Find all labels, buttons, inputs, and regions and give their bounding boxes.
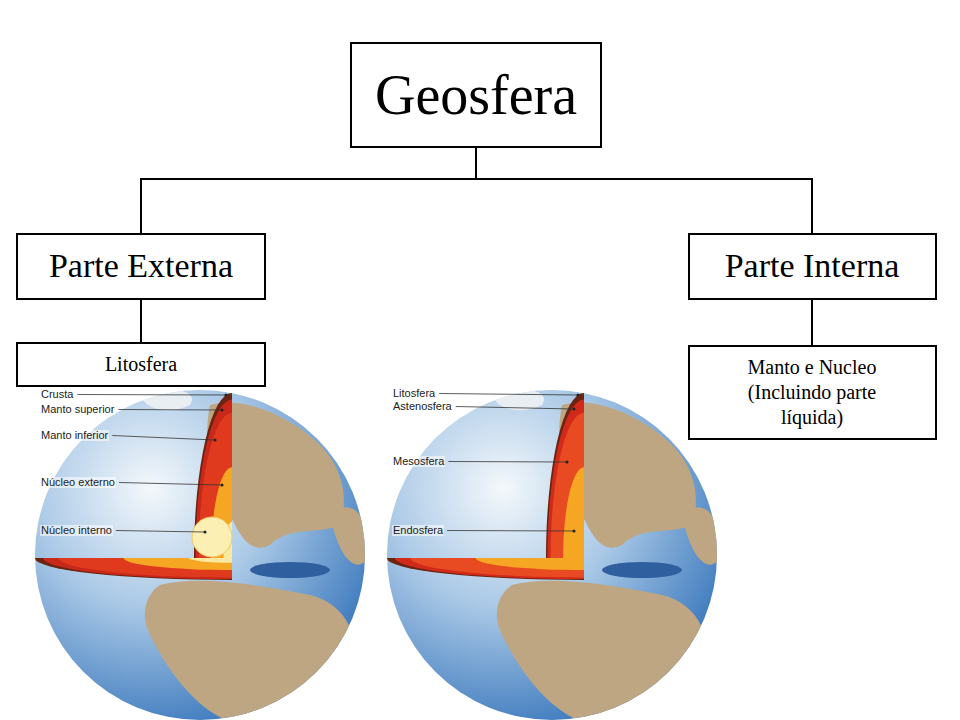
leader-dot: [221, 484, 224, 487]
cross-section: [387, 393, 584, 580]
leader-line: [116, 531, 205, 533]
layer-label: Endosfera: [392, 525, 444, 536]
layer-label: Astenosfera: [392, 401, 453, 412]
leader-dot: [204, 531, 207, 534]
land: [497, 581, 708, 720]
leader-dot: [225, 394, 228, 397]
layer-label: Núcleo interno: [40, 525, 113, 536]
leader-dot: [573, 408, 576, 411]
leader-line: [77, 394, 226, 396]
leader-dot: [573, 530, 576, 533]
tree-connector: [141, 148, 476, 233]
leader-dot: [221, 409, 224, 412]
concept-box: Geosfera: [350, 42, 602, 148]
leader-line: [118, 409, 222, 411]
leader-line: [119, 483, 222, 486]
cross-section: [35, 393, 232, 580]
leader-dot: [577, 394, 580, 397]
layer-label: Núcleo externo: [40, 477, 116, 488]
box-text: Parte Externa: [49, 245, 233, 288]
earth-globe: [387, 390, 722, 720]
layer-label: Manto superior: [40, 404, 115, 415]
leader-lines: [77, 394, 579, 534]
leader-line: [448, 461, 567, 463]
concept-box: Manto e Nucleo (Incluindo parte líquida): [688, 345, 937, 440]
box-text: Manto e Nucleo (Incluindo parte líquida): [727, 355, 897, 430]
layer-label: Crusta: [40, 389, 74, 400]
tree-connector: [811, 300, 813, 345]
box-text: Geosfera: [375, 60, 577, 130]
land: [330, 507, 370, 565]
sea: [250, 562, 330, 578]
leader-line: [447, 530, 574, 532]
sea: [602, 562, 682, 578]
leader-dot: [566, 461, 569, 464]
land: [140, 390, 192, 410]
box-text: Litosfera: [105, 352, 177, 377]
concept-box: Litosfera: [16, 342, 266, 387]
land: [145, 581, 356, 720]
earth-globe: [35, 390, 370, 720]
concept-box: Parte Interna: [688, 233, 937, 300]
land-masses: [140, 390, 370, 720]
layer-label: Litosfera: [392, 388, 436, 399]
layer-label: Mesosfera: [392, 456, 445, 467]
concept-box: Parte Externa: [16, 233, 266, 300]
leader-line: [456, 407, 574, 410]
leader-line: [112, 436, 215, 441]
leader-dot: [214, 439, 217, 442]
leader-line: [439, 394, 578, 396]
tree-connector: [140, 300, 142, 342]
tree-connector: [476, 148, 812, 233]
layer-label: Manto inferior: [40, 430, 109, 441]
box-text: Parte Interna: [725, 245, 900, 288]
land: [682, 507, 722, 565]
